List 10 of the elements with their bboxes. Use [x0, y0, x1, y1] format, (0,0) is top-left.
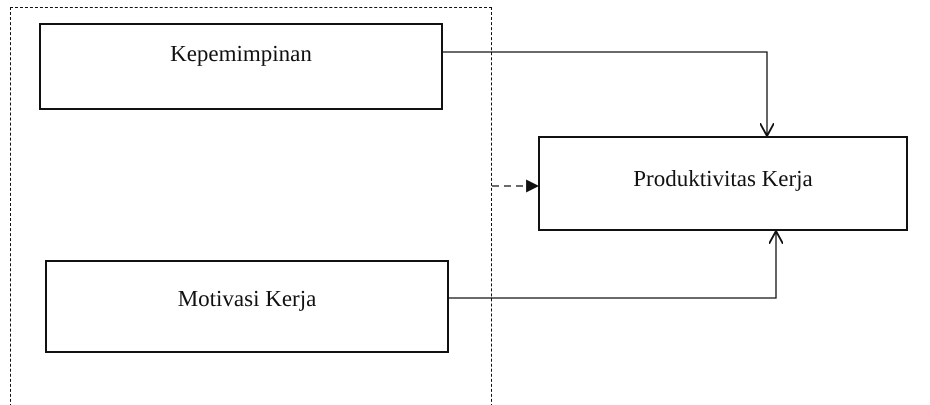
group-frame	[10, 7, 492, 405]
variable-box	[538, 136, 908, 231]
variable-box	[45, 260, 449, 353]
box-label: Produktivitas Kerja	[632, 166, 814, 192]
arrow	[448, 230, 784, 299]
arrow	[442, 51, 775, 137]
variable-box	[39, 23, 443, 110]
arrow	[492, 180, 540, 192]
box-label: Kepemimpinan	[169, 41, 313, 67]
box-label: Motivasi Kerja	[176, 286, 318, 312]
